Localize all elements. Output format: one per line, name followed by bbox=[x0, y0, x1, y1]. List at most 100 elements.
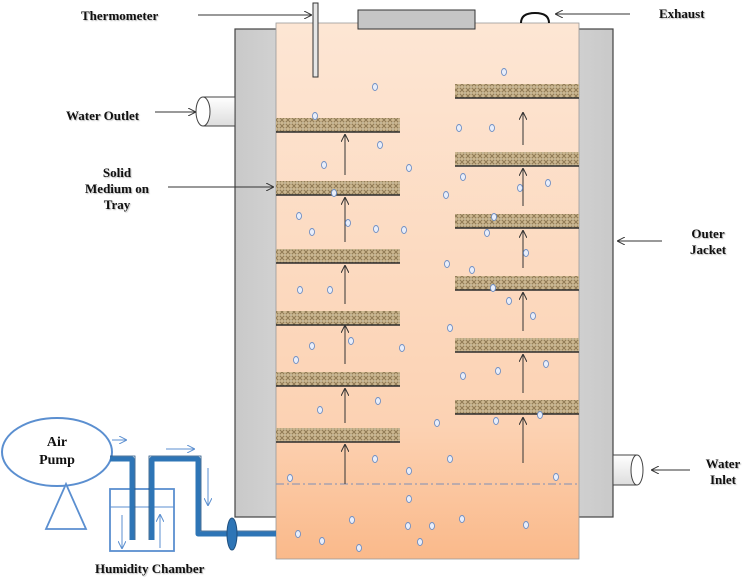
air-bubble-9 bbox=[406, 164, 412, 172]
tray-right-6 bbox=[455, 400, 579, 414]
outer-jacket-label-line1: Outer bbox=[691, 226, 725, 241]
air-bubble-42 bbox=[406, 467, 412, 475]
humidity-chamber bbox=[109, 488, 175, 552]
air-bubble-28 bbox=[327, 286, 333, 294]
air-flow-indicators bbox=[112, 440, 208, 505]
air-bubble-47 bbox=[319, 537, 325, 545]
air-bubble-16 bbox=[443, 191, 449, 199]
exhaust-label: Exhaust bbox=[659, 6, 705, 21]
air-bubbles bbox=[287, 68, 559, 552]
air-pump-label-line1: Air bbox=[46, 435, 68, 450]
outer-jacket-label: Outer Jacket bbox=[678, 226, 738, 258]
air-bubble-37 bbox=[495, 367, 501, 375]
inner-chamber bbox=[275, 22, 580, 560]
water-inlet-pipe bbox=[612, 454, 644, 486]
label-pointers bbox=[155, 14, 690, 470]
tray-left-5 bbox=[276, 372, 400, 386]
air-bubble-54 bbox=[417, 538, 423, 546]
air-pump bbox=[1, 417, 113, 487]
air-bubble-39 bbox=[434, 419, 440, 427]
valve bbox=[226, 517, 238, 551]
air-bubble-22 bbox=[469, 266, 475, 274]
water-inlet-label-line1: Water bbox=[705, 456, 741, 471]
air-bubble-20 bbox=[545, 179, 551, 187]
thermometer-label: Thermometer bbox=[81, 8, 159, 23]
air-bubble-23 bbox=[523, 249, 529, 257]
tray-left-6 bbox=[276, 428, 400, 442]
air-bubble-52 bbox=[523, 521, 529, 529]
water-inlet-label-line2: Inlet bbox=[710, 472, 736, 487]
tray-right-5 bbox=[455, 338, 579, 352]
tray-left-2 bbox=[276, 181, 400, 195]
air-bubble-27 bbox=[297, 286, 303, 294]
air-bubble-48 bbox=[349, 516, 355, 524]
air-bubble-4 bbox=[321, 161, 327, 169]
humidity-inner-tubes bbox=[122, 515, 160, 548]
air-bubble-24 bbox=[490, 284, 496, 292]
air-bubble-36 bbox=[460, 372, 466, 380]
air-bubble-8 bbox=[460, 173, 466, 181]
tray-left-4 bbox=[276, 311, 400, 325]
air-bubble-1 bbox=[372, 83, 378, 91]
water-inlet-label: Water Inlet bbox=[700, 456, 746, 488]
airflow-arrows bbox=[345, 113, 523, 484]
air-bubble-53 bbox=[356, 544, 362, 552]
solid-medium-label: Solid Medium on Tray bbox=[72, 165, 162, 213]
tray-right-2 bbox=[455, 152, 579, 166]
air-bubble-49 bbox=[405, 522, 411, 530]
exhaust-vent-icon bbox=[520, 11, 550, 24]
air-bubble-3 bbox=[501, 68, 507, 76]
air-bubble-45 bbox=[406, 495, 412, 503]
air-bubble-38 bbox=[543, 360, 549, 368]
air-bubble-31 bbox=[399, 344, 405, 352]
air-bubble-50 bbox=[429, 522, 435, 530]
trays bbox=[276, 84, 579, 443]
solid-medium-label-line2: Medium on bbox=[85, 181, 149, 196]
air-bubble-19 bbox=[517, 184, 523, 192]
solid-medium-label-line1: Solid bbox=[102, 165, 132, 180]
air-bubble-34 bbox=[317, 406, 323, 414]
air-bubble-7 bbox=[489, 124, 495, 132]
air-bubble-46 bbox=[295, 530, 301, 538]
air-bubble-11 bbox=[296, 212, 302, 220]
air-bubble-5 bbox=[377, 141, 383, 149]
air-bubble-13 bbox=[345, 219, 351, 227]
air-bubble-21 bbox=[444, 260, 450, 268]
exhaust-lid bbox=[357, 9, 476, 30]
air-bubble-29 bbox=[309, 342, 315, 350]
air-bubble-51 bbox=[459, 515, 465, 523]
water-outlet-label: Water Outlet bbox=[66, 108, 140, 123]
humidity-chamber-label: Humidity Chamber bbox=[95, 561, 205, 576]
water-outlet-pipe bbox=[195, 96, 236, 127]
air-bubble-2 bbox=[312, 112, 318, 120]
thermometer-probe bbox=[312, 2, 319, 78]
air-bubble-14 bbox=[373, 225, 379, 233]
tray-left-1 bbox=[276, 118, 400, 132]
air-bubble-18 bbox=[491, 213, 497, 221]
air-bubble-33 bbox=[293, 356, 299, 364]
air-pipes bbox=[110, 456, 276, 540]
air-bubble-32 bbox=[447, 324, 453, 332]
air-pipe-outline bbox=[110, 455, 276, 540]
air-bubble-17 bbox=[484, 229, 490, 237]
air-bubble-6 bbox=[456, 124, 462, 132]
air-bubble-10 bbox=[331, 189, 337, 197]
air-pump-label-line2: Pump bbox=[39, 453, 75, 468]
solid-medium-label-line3: Tray bbox=[103, 197, 131, 212]
air-pump-stand bbox=[44, 481, 88, 530]
air-bubble-40 bbox=[493, 417, 499, 425]
outer-jacket-label-line2: Jacket bbox=[689, 242, 727, 257]
tray-right-4 bbox=[455, 276, 579, 290]
air-bubble-35 bbox=[375, 397, 381, 405]
air-bubble-25 bbox=[506, 297, 512, 305]
air-bubble-43 bbox=[447, 455, 453, 463]
air-bubble-15 bbox=[401, 226, 407, 234]
tray-right-1 bbox=[455, 84, 579, 98]
air-bubble-12 bbox=[309, 228, 315, 236]
tray-right-3 bbox=[455, 214, 579, 228]
air-bubble-30 bbox=[348, 337, 354, 345]
air-bubble-56 bbox=[537, 411, 543, 419]
air-pump-label: Air Pump bbox=[27, 434, 87, 470]
air-bubble-55 bbox=[553, 473, 559, 481]
